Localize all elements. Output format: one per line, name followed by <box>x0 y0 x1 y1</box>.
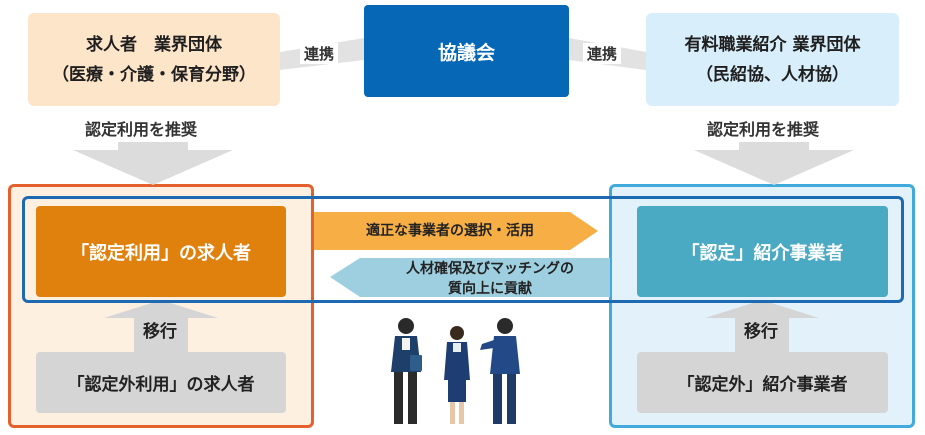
shift-arrow-left <box>104 300 218 352</box>
recommend-arrow-right <box>694 142 854 185</box>
council-label: 協議会 <box>437 41 495 64</box>
noncertified-agency-label: 「認定外」紹介事業者 <box>677 375 848 395</box>
employer-group-fields: （医療・介護・保育分野） <box>52 64 256 85</box>
recommend-arrow-left <box>73 142 233 185</box>
certified-agency-label: 「認定」紹介事業者 <box>681 242 844 264</box>
link-label-left: 連携 <box>300 43 339 64</box>
employer-industry-group-box: 求人者 業界団体 （医療・介護・保育分野） <box>28 13 280 106</box>
recommend-label-left: 認定利用を推奨 <box>85 120 198 139</box>
employer-group-title: 求人者 業界団体 <box>86 34 222 55</box>
select-use-text: 適正な事業者の選択・活用 <box>366 223 534 239</box>
select-use-arrow <box>314 212 598 250</box>
council-box: 協議会 <box>364 5 569 97</box>
certified-employer-label: 「認定利用」の求人者 <box>71 242 251 264</box>
link-label-right: 連携 <box>583 43 622 64</box>
business-people-illustration <box>391 318 520 424</box>
certified-agency-box: 「認定」紹介事業者 <box>637 206 888 297</box>
placement-industry-group-box: 有料職業紹介 業界団体 （民紹協、人材協） <box>646 13 899 106</box>
certified-employer-box: 「認定利用」の求人者 <box>36 206 286 297</box>
contribute-text-line2: 質向上に貢献 <box>448 281 532 297</box>
recommend-label-right: 認定利用を推奨 <box>707 120 820 139</box>
relationship-band <box>22 196 904 303</box>
shift-label-left: 移行 <box>143 322 177 342</box>
placement-group-members: （民紹協、人材協） <box>696 64 849 85</box>
shift-label-right: 移行 <box>744 322 778 342</box>
contribute-text-line1: 人材確保及びマッチングの <box>406 261 574 277</box>
contribute-text: 人材確保及びマッチングの 質向上に貢献 <box>380 259 600 299</box>
noncertified-agency-box: 「認定外」紹介事業者 <box>637 352 888 413</box>
contribute-arrow <box>330 258 610 297</box>
noncertified-employer-label: 「認定外利用」の求人者 <box>67 375 255 395</box>
shift-arrow-right <box>705 300 819 352</box>
placement-group-title: 有料職業紹介 業界団体 <box>684 34 861 55</box>
noncertified-employer-box: 「認定外利用」の求人者 <box>36 352 286 413</box>
